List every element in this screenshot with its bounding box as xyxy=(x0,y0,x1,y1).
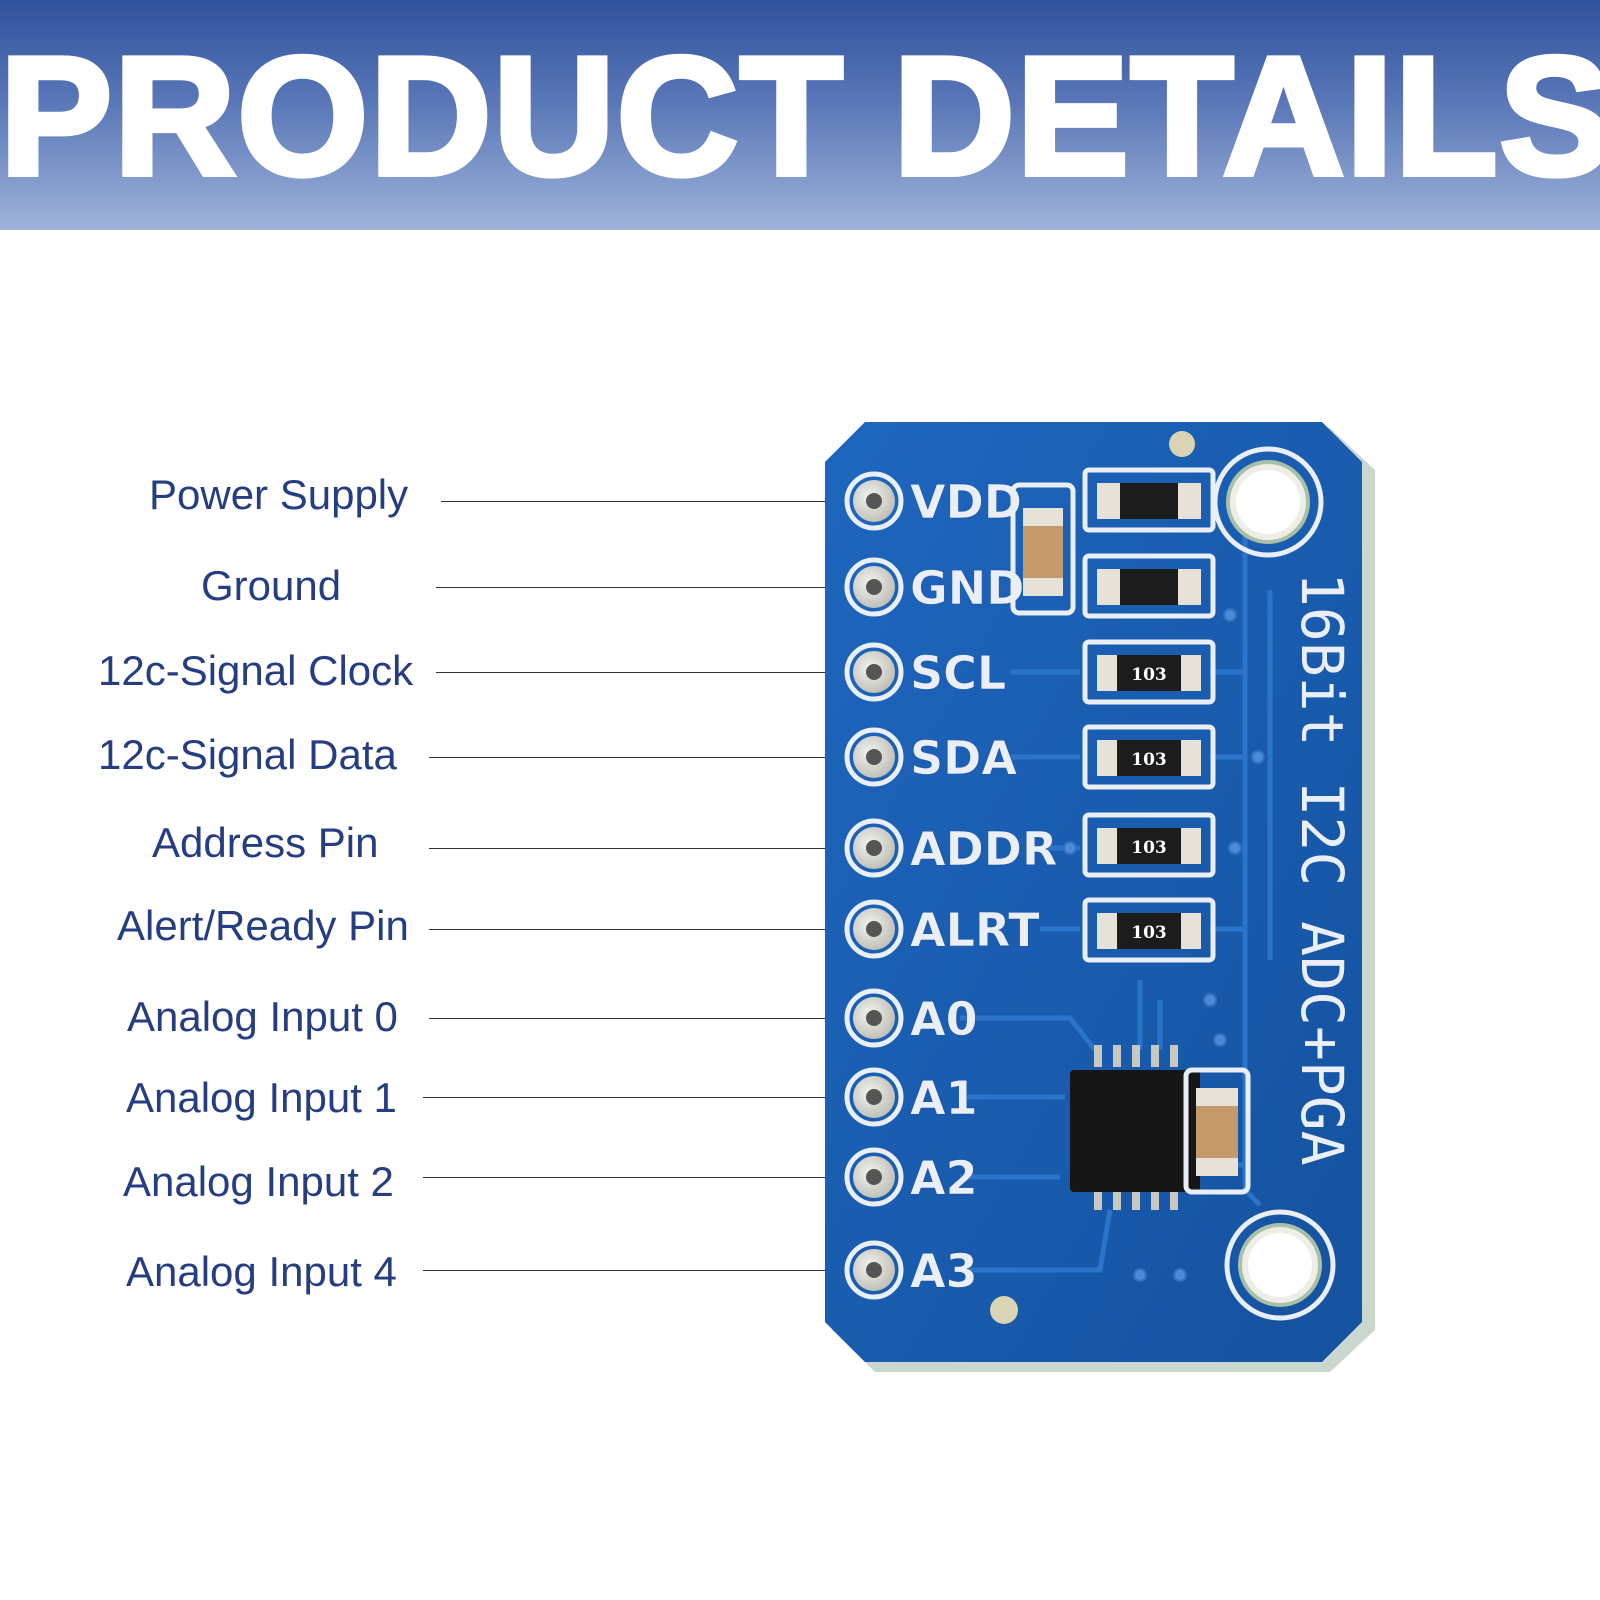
label-sda: 12c-Signal Data xyxy=(98,731,397,778)
board-label-a2: A2 xyxy=(910,1151,978,1205)
leader-line-alrt xyxy=(429,929,861,930)
test-point xyxy=(990,1296,1018,1324)
pin-pad-addr xyxy=(844,818,904,878)
board-label-scl: SCL xyxy=(910,646,1006,700)
mounting-hole xyxy=(1224,1209,1336,1321)
leader-line-a1 xyxy=(423,1097,861,1098)
resistor: 103 xyxy=(1082,639,1216,705)
board-label-a3: A3 xyxy=(910,1244,978,1298)
capacitor xyxy=(1010,482,1076,616)
leader-line-scl xyxy=(436,672,861,673)
leader-line-gnd xyxy=(436,587,861,588)
resistor-code: 103 xyxy=(1131,923,1167,943)
header-banner: PRODUCT DETAILS xyxy=(0,0,1600,230)
smd-component xyxy=(1082,553,1216,619)
board-label-sda: SDA xyxy=(910,731,1017,785)
board-label-addr: ADDR xyxy=(910,822,1057,876)
resistor-code: 103 xyxy=(1131,665,1167,685)
test-point xyxy=(1169,431,1195,457)
resistor: 103 xyxy=(1082,724,1216,790)
label-a3: Analog Input 4 xyxy=(126,1248,397,1295)
resistor-code: 103 xyxy=(1131,838,1167,858)
vias xyxy=(1063,608,1265,1282)
pin-pad-gnd xyxy=(844,557,904,617)
pcb-body xyxy=(825,422,1362,1362)
banner-title: PRODUCT DETAILS xyxy=(0,22,1600,210)
leader-line-a2 xyxy=(423,1177,861,1178)
pin-pad-a0 xyxy=(844,988,904,1048)
pin-pad-a2 xyxy=(844,1147,904,1207)
mounting-hole xyxy=(1212,446,1324,558)
board-label-alrt: ALRT xyxy=(910,903,1040,957)
label-a0: Analog Input 0 xyxy=(127,993,398,1040)
resistor: 103 xyxy=(1082,897,1216,963)
label-a2: Analog Input 2 xyxy=(123,1158,394,1205)
pin-pad-a3 xyxy=(844,1240,904,1300)
board-label-vdd: VDD xyxy=(910,475,1022,529)
pin-pad-sda xyxy=(844,727,904,787)
pin-pad-a1 xyxy=(844,1067,904,1127)
board-label-gnd: GND xyxy=(910,561,1024,615)
adc-chip xyxy=(1070,1045,1200,1210)
leader-line-addr xyxy=(429,848,861,849)
label-ground: Ground xyxy=(201,562,342,609)
label-scl: 12c-Signal Clock xyxy=(98,647,414,694)
pin-pad-alrt xyxy=(844,899,904,959)
pin-pad-vdd xyxy=(844,471,904,531)
leader-line-sda xyxy=(429,757,861,758)
smd-component xyxy=(1082,467,1216,533)
capacitor xyxy=(1183,1067,1251,1195)
leader-line-vdd xyxy=(441,501,861,502)
leader-line-a3 xyxy=(423,1270,861,1271)
board-label-a0: A0 xyxy=(910,992,978,1046)
leader-line-a0 xyxy=(429,1018,861,1019)
label-power-supply: Power Supply xyxy=(149,471,409,518)
label-a1: Analog Input 1 xyxy=(126,1074,397,1121)
board-label-a1: A1 xyxy=(910,1071,978,1125)
silkscreen-text: 16Bit I2C ADC+PGA xyxy=(1288,572,1356,1166)
label-addr: Address Pin xyxy=(152,819,379,866)
resistor: 103 xyxy=(1082,812,1216,878)
resistor-code: 103 xyxy=(1131,750,1167,770)
label-alrt: Alert/Ready Pin xyxy=(117,902,409,949)
pin-pad-scl xyxy=(844,642,904,702)
